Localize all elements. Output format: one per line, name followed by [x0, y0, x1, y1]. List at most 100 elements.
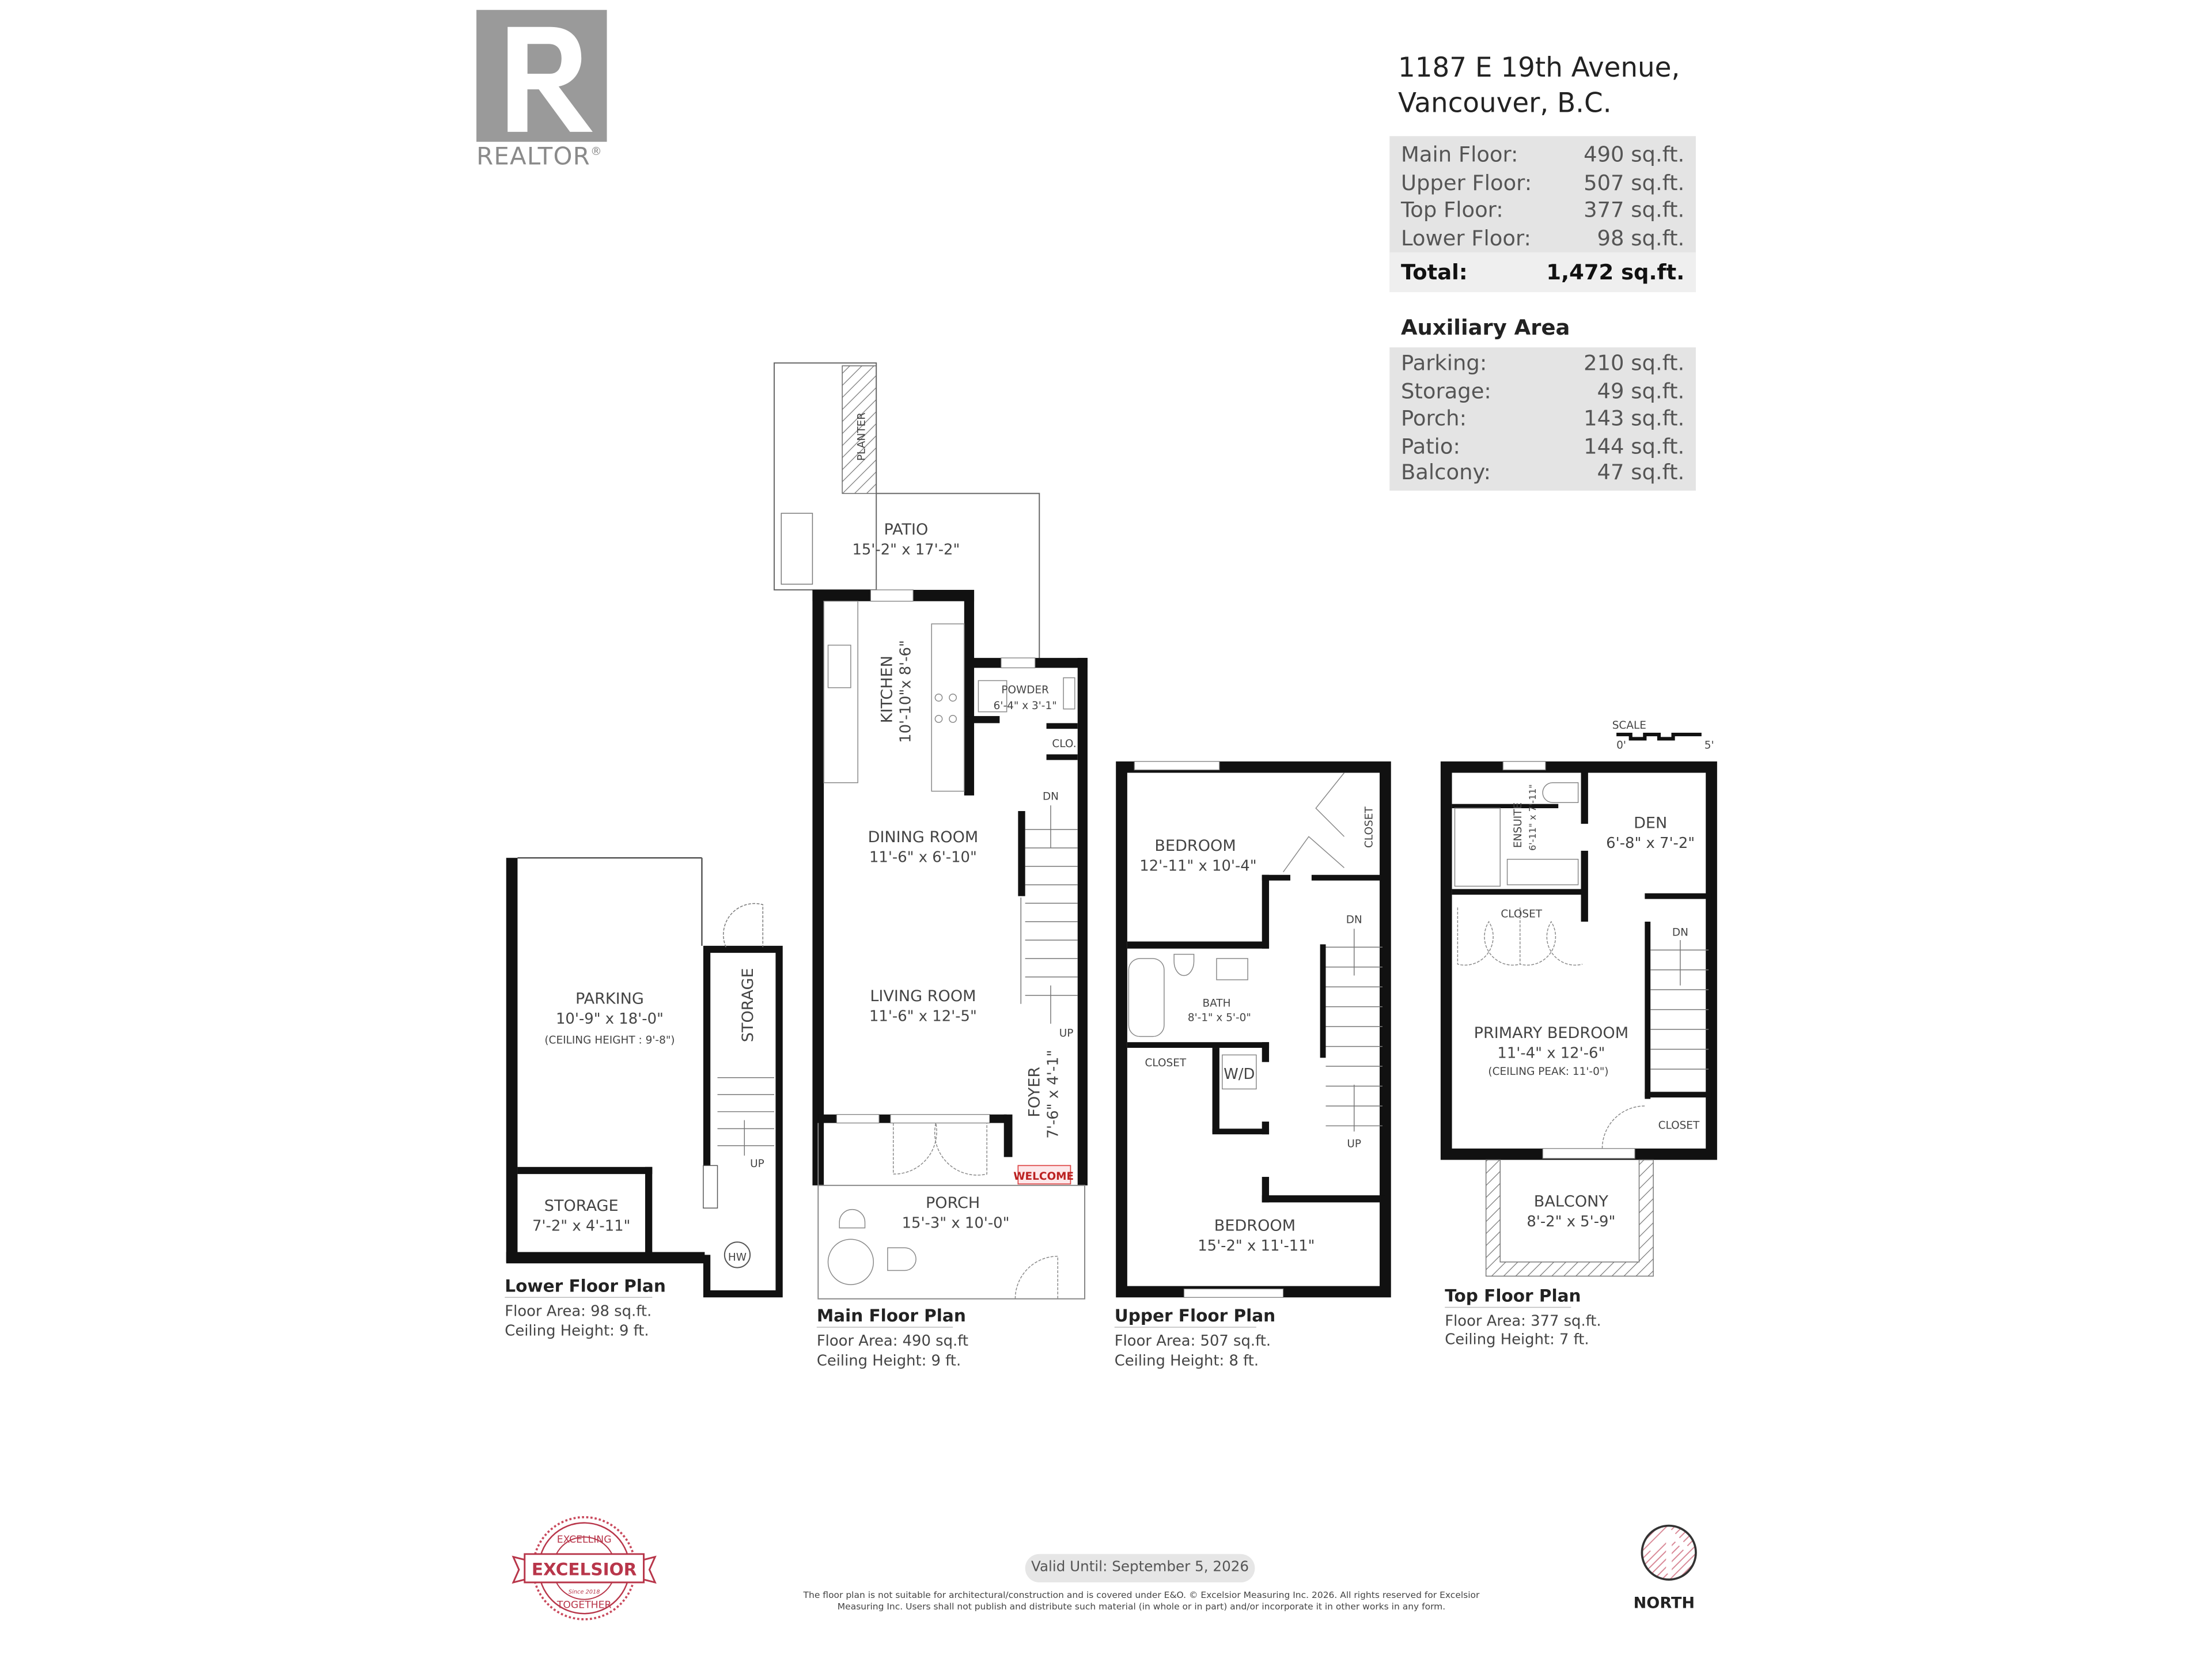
room-dimensions: 15'-2" x 17'-2" [852, 541, 960, 558]
room-label: BATH [1202, 998, 1230, 1010]
scale-min: 0' [1616, 740, 1626, 752]
room-label: BALCONY [1534, 1193, 1609, 1211]
room-label: STORAGE [544, 1197, 619, 1215]
area-row: Upper Floor:507 sq.ft. [1389, 169, 1696, 197]
area-label: Lower Floor: [1400, 225, 1531, 251]
area-label: Top Floor: [1400, 197, 1503, 223]
address-line-2: Vancouver, B.C. [1398, 88, 1612, 119]
area-value: 377 sq.ft. [1584, 197, 1685, 223]
aux-label: Parking: [1400, 350, 1487, 376]
room-label: PATIO [884, 521, 928, 539]
welcome-mat [1017, 1165, 1071, 1185]
aux-value: 210 sq.ft. [1584, 350, 1685, 376]
room-label: ENSUITE [1512, 802, 1524, 848]
room-label: KITCHEN [878, 656, 896, 723]
area-value: 490 sq.ft. [1584, 142, 1685, 168]
room-dimensions: 8'-1" x 5'-0" [1188, 1012, 1251, 1024]
plan-ceiling: Ceiling Height: 7 ft. [1445, 1331, 1589, 1349]
closet-label: CLOSET [1658, 1119, 1700, 1131]
scale-max: 5' [1705, 740, 1714, 752]
room-label: STORAGE [739, 968, 757, 1042]
aux-label: Patio: [1400, 433, 1460, 459]
realtor-wordmark: REALTOR® [476, 143, 603, 172]
plan-title: Upper Floor Plan [1115, 1306, 1275, 1325]
plan-ceiling: Ceiling Height: 9 ft. [817, 1352, 961, 1369]
washer-dryer-label: W/D [1224, 1066, 1255, 1083]
total-label: Total: [1400, 259, 1468, 285]
area-row: Lower Floor:98 sq.ft. [1389, 225, 1696, 252]
room-dimensions: 6'-4" x 3'-1" [994, 700, 1057, 712]
aux-row: Balcony: 47 sq.ft. [1389, 459, 1696, 485]
room-dimensions: 10'-9" x 18'-0" [556, 1010, 664, 1028]
floor-area-table: Main Floor: 490 sq.ft. Upper Floor:507 sq… [1389, 136, 1696, 293]
seal-middle-text: EXCELSIOR [532, 1560, 637, 1580]
room-label: POWDER [1001, 684, 1049, 696]
plan-title: Lower Floor Plan [505, 1276, 666, 1296]
welcome-mat-text: WELCOME [1013, 1171, 1074, 1183]
realtor-text: REALTOR [476, 143, 590, 172]
plan-ceiling: Ceiling Height: 9 ft. [505, 1323, 649, 1340]
area-row: Top Floor: 377 sq.ft. [1389, 197, 1696, 225]
closet-label: CLO. [1052, 738, 1076, 750]
aux-value: 49 sq.ft. [1597, 377, 1685, 404]
room-dimensions: 15'-2" x 11'-11" [1198, 1237, 1315, 1255]
seal-top-text: EXCELLING [557, 1534, 612, 1546]
valid-until-badge: Valid Until: September 5, 2026 [1025, 1554, 1255, 1583]
aux-value: 143 sq.ft. [1584, 405, 1685, 431]
room-dimensions: 10'-10"x 8'-6" [897, 640, 914, 743]
room-dimensions: 11'-6" x 6'-10" [869, 849, 977, 866]
room-dimensions: 8'-2" x 5'-9" [1527, 1213, 1615, 1230]
aux-label: Porch: [1400, 405, 1467, 431]
aux-value: 144 sq.ft. [1584, 433, 1685, 459]
lower-floor-plan: HW UP STORAGE PARKING 10'-9" x 18'-0" (C… [505, 857, 783, 1340]
room-label: BEDROOM [1214, 1217, 1296, 1235]
room-dimensions: 7'-6" x 4'-1" [1044, 1050, 1062, 1139]
room-dimensions: 15'-3" x 10'-0" [902, 1215, 1010, 1232]
plan-title: Top Floor Plan [1445, 1286, 1581, 1306]
closet-label: CLOSET [1501, 908, 1542, 921]
room-label: PARKING [575, 990, 644, 1008]
aux-row: Porch: 143 sq.ft. [1389, 406, 1696, 433]
plan-title: Main Floor Plan [817, 1306, 966, 1325]
stair-down-label: DN [1346, 914, 1362, 926]
aux-row: Parking: 210 sq.ft. [1389, 350, 1696, 378]
room-label: LIVING ROOM [870, 987, 976, 1005]
aux-value: 47 sq.ft. [1597, 459, 1685, 485]
top-floor-plan: SCALE 0' 5' DN [1440, 719, 1717, 1349]
plan-area: Floor Area: 490 sq.ft [817, 1332, 968, 1350]
room-dimensions: 12'-11" x 10'-4" [1139, 857, 1256, 874]
address-line-1: 1187 E 19th Avenue, [1398, 52, 1680, 84]
area-label: Main Floor: [1400, 142, 1518, 168]
aux-label: Balcony: [1400, 459, 1491, 485]
realtor-logo [476, 10, 607, 142]
room-label: DINING ROOM [868, 828, 979, 846]
plan-area: Floor Area: 98 sq.ft. [505, 1302, 652, 1320]
room-dimensions: 11'-6" x 12'-5" [869, 1007, 977, 1025]
room-label: PRIMARY BEDROOM [1474, 1024, 1628, 1042]
stair-down-label: DN [1043, 790, 1059, 802]
room-dimensions: 11'-4" x 12'-6" [1497, 1044, 1605, 1062]
closet-label: CLOSET [1363, 806, 1376, 848]
room-dimensions: 6'-8" x 7'-2" [1606, 835, 1695, 852]
plan-ceiling: Ceiling Height: 8 ft. [1115, 1352, 1259, 1369]
room-label: PORCH [926, 1194, 980, 1212]
stair-up-label: UP [750, 1158, 764, 1170]
disclaimer-text: The floor plan is not suitable for archi… [803, 1590, 1480, 1612]
planter-label: PLANTER [856, 412, 868, 461]
plan-area: Floor Area: 507 sq.ft. [1115, 1332, 1271, 1350]
north-label: NORTH [1633, 1593, 1695, 1612]
area-label: Upper Floor: [1400, 169, 1532, 195]
closet-label: CLOSET [1145, 1057, 1187, 1069]
main-floor-plan: PLANTER PATIO 15'-2" x 17'-2" [773, 362, 1088, 1369]
water-heater-label: HW [728, 1251, 747, 1263]
area-row: Main Floor: 490 sq.ft. [1389, 142, 1696, 169]
aux-row: Storage:49 sq.ft. [1389, 378, 1696, 406]
balcony-railing [1485, 1159, 1654, 1277]
room-label: FOYER [1025, 1067, 1043, 1118]
total-row: Total:1,472 sq.ft. [1389, 252, 1696, 293]
room-note: (CEILING HEIGHT : 9'-8") [544, 1035, 675, 1047]
realtor-r-icon [507, 26, 593, 132]
auxiliary-heading: Auxiliary Area [1400, 315, 1570, 340]
stair-up-label: UP [1059, 1027, 1074, 1039]
